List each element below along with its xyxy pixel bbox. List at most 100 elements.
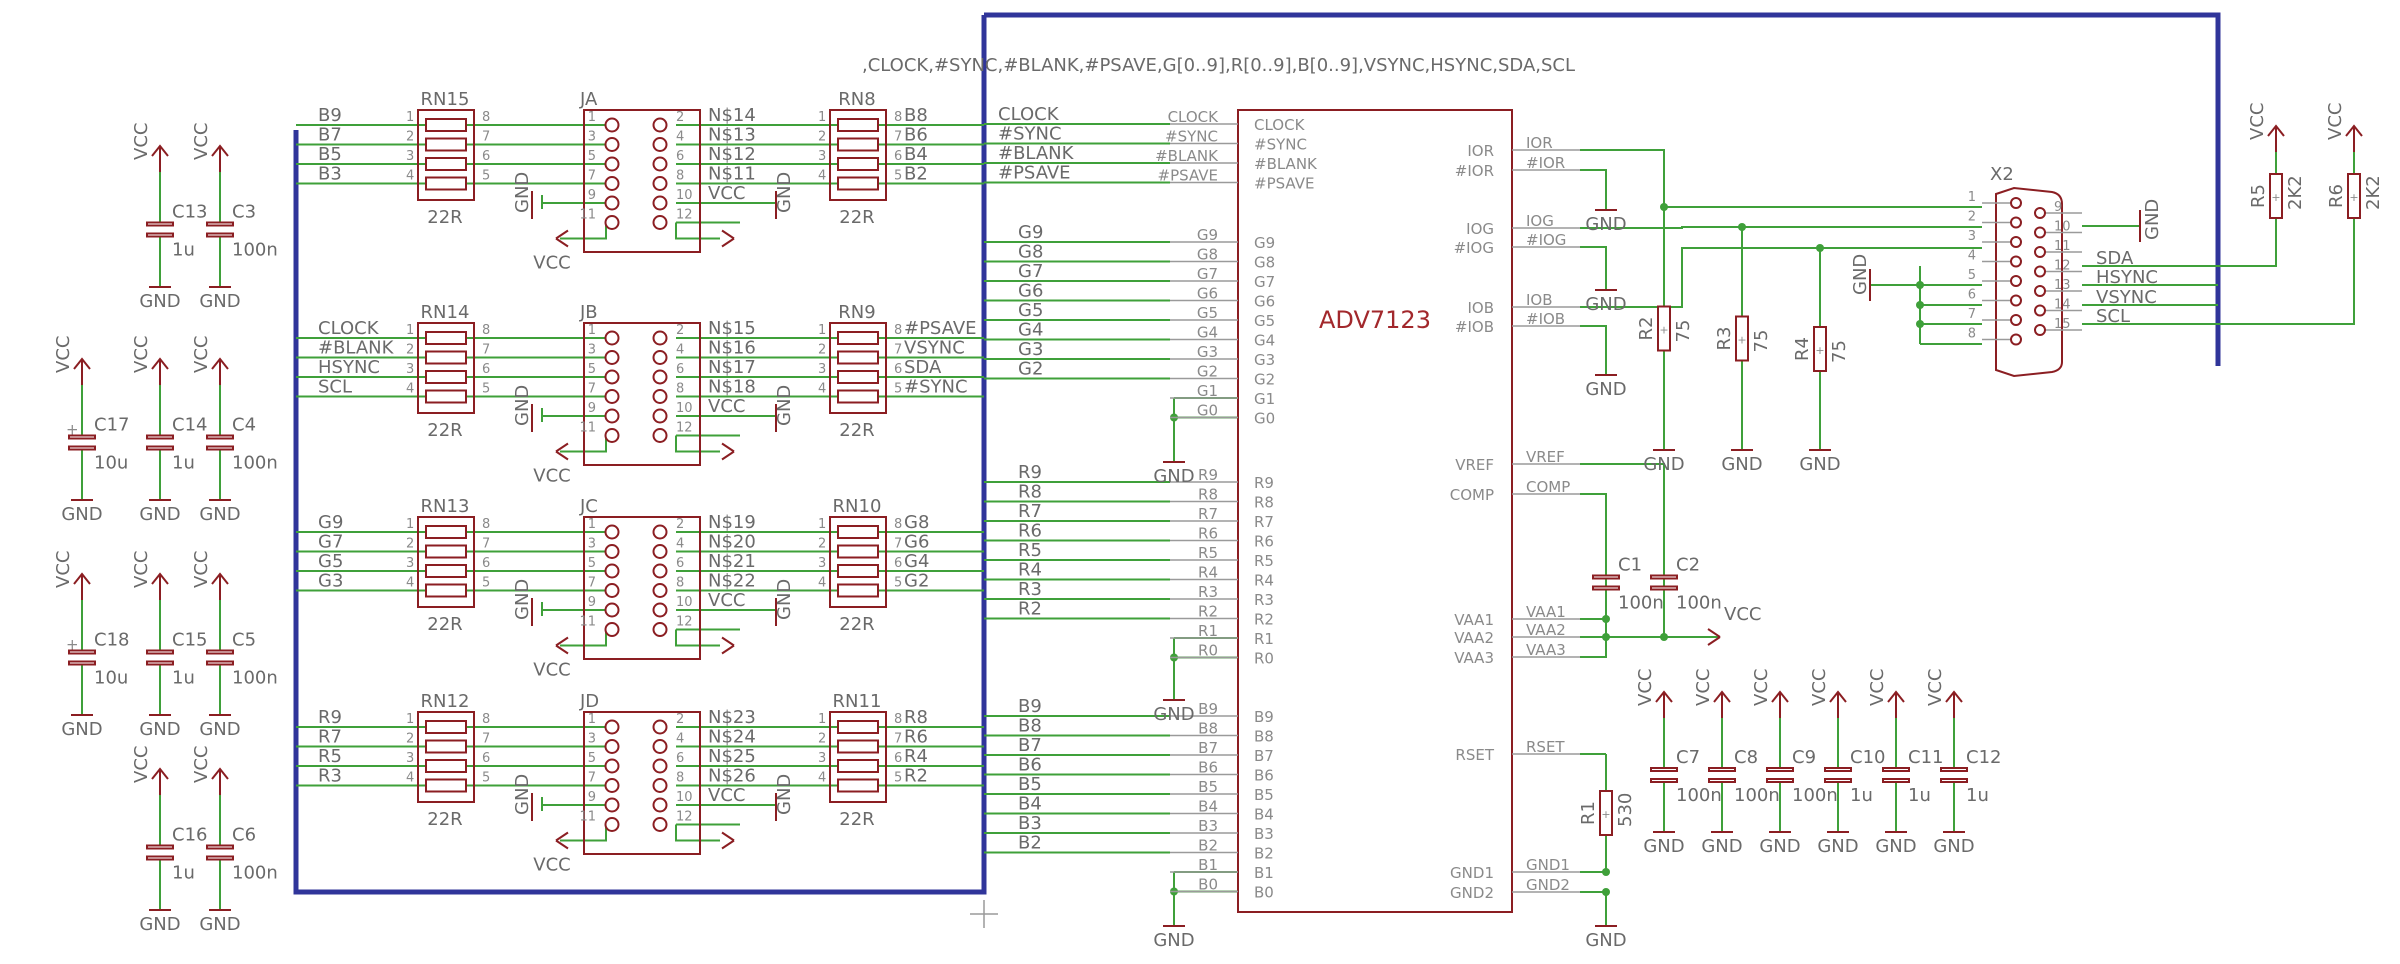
junction-dot xyxy=(1660,633,1668,641)
gnd-label: GND xyxy=(199,914,240,935)
pin-name-outer: GND1 xyxy=(1526,856,1570,874)
pin-number: 10 xyxy=(676,790,693,805)
net-label: R3 xyxy=(318,766,342,787)
rn-element xyxy=(837,583,879,598)
pin-number: 8 xyxy=(676,576,684,591)
capacitor-plate xyxy=(68,445,96,451)
vcc-label: VCC xyxy=(1635,669,1656,706)
header-name: JB xyxy=(579,302,598,323)
net-label: B2 xyxy=(1018,833,1042,854)
rn-element xyxy=(425,331,467,345)
pin-name-outer: B8 xyxy=(1198,720,1218,738)
pin-name-outer: G2 xyxy=(1197,363,1218,381)
vcc-label: VCC xyxy=(708,183,745,204)
net-label: G7 xyxy=(1018,261,1043,282)
pin-name-outer: VREF xyxy=(1526,448,1565,466)
pin-number: 2 xyxy=(676,517,684,532)
net-wire xyxy=(675,824,720,842)
pin-number: 7 xyxy=(482,537,490,552)
pin-number: 7 xyxy=(1968,307,1976,322)
pin-number: 5 xyxy=(894,382,902,397)
pin-name-inner: IOB xyxy=(1467,299,1494,317)
pin-number: 6 xyxy=(676,556,684,571)
net-label: #SYNC xyxy=(998,124,1062,145)
header-pin xyxy=(652,583,668,598)
net-label: VSYNC xyxy=(2096,287,2157,308)
net-label: B5 xyxy=(1018,774,1042,795)
net-label: N$18 xyxy=(708,377,756,398)
pin-number: 5 xyxy=(894,169,902,184)
vcc-label: VCC xyxy=(1751,669,1772,706)
pin-name-inner: #IOG xyxy=(1454,239,1494,257)
net-wire xyxy=(1580,891,1607,926)
pin-number: 9 xyxy=(588,790,596,805)
pin-name-inner: R2 xyxy=(1254,611,1274,629)
gnd-label: GND xyxy=(1933,836,1974,857)
gnd-label: GND xyxy=(774,774,795,815)
net-label: HSYNC xyxy=(318,357,380,378)
pin-name-outer: B4 xyxy=(1198,798,1218,816)
net-label: #BLANK xyxy=(998,143,1075,164)
pin-number: 5 xyxy=(482,382,490,397)
pin-number: 1 xyxy=(818,712,826,727)
net-wire xyxy=(675,629,720,647)
connector-contact xyxy=(2034,285,2046,297)
vcc-symbol xyxy=(151,767,169,795)
pin-name-inner: G1 xyxy=(1254,390,1275,408)
resistor-network xyxy=(829,516,887,608)
net-label: SDA xyxy=(904,357,942,378)
pin-number: 1 xyxy=(588,110,596,125)
pin-name-outer: #IOR xyxy=(1526,154,1565,172)
connector-contact xyxy=(2010,314,2022,326)
pin-name-inner: G7 xyxy=(1254,273,1275,291)
vcc-label: VCC xyxy=(131,336,152,373)
gnd-label: GND xyxy=(512,385,533,426)
pin-name-inner: R8 xyxy=(1254,494,1274,512)
vcc-label: VCC xyxy=(708,590,745,611)
header-pin xyxy=(604,330,620,346)
header-pin xyxy=(604,369,620,385)
capacitor-plate xyxy=(206,434,234,440)
capacitor-name: C8 xyxy=(1734,747,1758,768)
net-label: SCL xyxy=(318,377,352,398)
resistor-body xyxy=(2269,173,2283,219)
gnd-label: GND xyxy=(1643,836,1684,857)
net-label: G5 xyxy=(318,551,343,572)
pin-name-outer: #IOB xyxy=(1526,310,1565,328)
rn-element xyxy=(425,778,467,793)
pin-name-inner: #IOR xyxy=(1455,162,1494,180)
gnd-label: GND xyxy=(1721,454,1762,475)
pin-number: 2 xyxy=(406,343,414,358)
capacitor-plate xyxy=(146,221,174,227)
rn-element xyxy=(425,370,467,384)
rn-element xyxy=(837,739,879,754)
gnd-label: GND xyxy=(1643,454,1684,475)
rn-element xyxy=(837,389,879,404)
capacitor-value: 1u xyxy=(1908,785,1931,806)
rn-element xyxy=(837,157,879,171)
capacitor-name: C1 xyxy=(1618,555,1642,576)
vcc-label: VCC xyxy=(2247,103,2268,140)
pin-number: 11 xyxy=(579,421,596,436)
capacitor-name: C6 xyxy=(232,825,256,846)
pin-number: 8 xyxy=(1968,327,1976,342)
pin-name-outer: CLOCK xyxy=(1168,108,1220,126)
gnd-label: GND xyxy=(1759,836,1800,857)
pin-name-outer: B7 xyxy=(1198,739,1218,757)
rn-name: RN11 xyxy=(833,691,882,712)
rn-element xyxy=(837,331,879,345)
pin-number: 3 xyxy=(818,556,826,571)
gnd-label: GND xyxy=(199,291,240,312)
label-layer: VCCC131uGNDVCCC3100nGNDVCC+C1710uGNDVCCC… xyxy=(53,89,2384,951)
net-label: N$19 xyxy=(708,512,756,533)
pin-number: 8 xyxy=(894,712,902,727)
net-label: G7 xyxy=(318,532,343,553)
pin-number: 14 xyxy=(2054,298,2071,313)
pin-name-inner: GND1 xyxy=(1450,864,1494,882)
capacitor-plate xyxy=(206,649,234,655)
pin-name-outer: #IOG xyxy=(1526,231,1566,249)
capacitor-name: C15 xyxy=(172,630,207,651)
pin-name-inner: R5 xyxy=(1254,552,1274,570)
connector-contact xyxy=(2010,255,2022,268)
net-label: G9 xyxy=(318,512,343,533)
